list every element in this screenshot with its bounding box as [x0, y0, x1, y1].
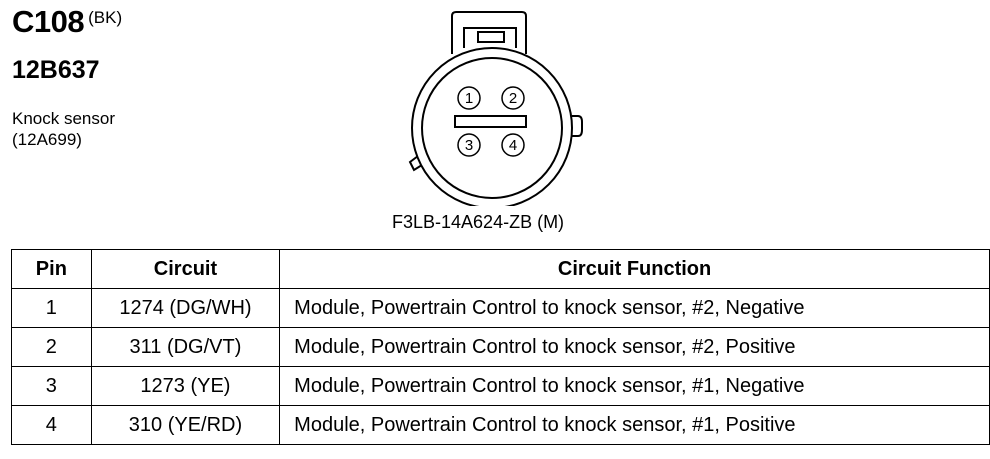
- cell-function: Module, Powertrain Control to knock sens…: [279, 366, 990, 406]
- cell-pin: 2: [11, 327, 92, 367]
- pin-2-cavity: [501, 86, 525, 110]
- pin-3-cavity: [457, 133, 481, 157]
- connector-face: [421, 57, 563, 199]
- header-pin: Pin: [11, 249, 92, 289]
- cell-function: Module, Powertrain Control to knock sens…: [279, 327, 990, 367]
- header-circuit: Circuit: [90, 249, 281, 289]
- cell-circuit: 310 (YE/RD): [90, 405, 281, 445]
- cell-circuit: 311 (DG/VT): [90, 327, 281, 367]
- connector-color-code: (BK): [88, 8, 123, 27]
- table-row: 2 311 (DG/VT) Module, Powertrain Control…: [11, 327, 990, 367]
- connector-id: C108: [12, 4, 85, 39]
- pin-divider: [454, 115, 527, 128]
- latch-slot: [477, 31, 505, 43]
- connector-part-label: F3LB-14A624-ZB (M): [392, 212, 565, 232]
- cell-circuit: 1273 (YE): [90, 366, 281, 406]
- pin-3-label: 3: [465, 137, 473, 154]
- component-name: Knock sensor: [12, 109, 115, 128]
- connector-header: C108(BK): [12, 4, 122, 40]
- component-code: (12A699): [12, 130, 82, 149]
- latch-outer: [451, 11, 527, 54]
- pin-2-label: 2: [509, 90, 517, 107]
- table-header-row: Pin Circuit Circuit Function: [11, 249, 990, 289]
- pin-1-cavity: [457, 86, 481, 110]
- header-circuit-function: Circuit Function: [279, 249, 990, 289]
- cell-pin: 1: [11, 288, 92, 328]
- component-part-number: 12B637: [12, 56, 100, 84]
- table-row: 4 310 (YE/RD) Module, Powertrain Control…: [11, 405, 990, 445]
- table-row: 3 1273 (YE) Module, Powertrain Control t…: [11, 366, 990, 406]
- cell-pin: 3: [11, 366, 92, 406]
- connector-face-diagram: 1 2 3 4: [408, 11, 583, 206]
- cell-circuit: 1274 (DG/WH): [90, 288, 281, 328]
- pin-4-cavity: [501, 133, 525, 157]
- cell-pin: 4: [11, 405, 92, 445]
- table-row: 1 1274 (DG/WH) Module, Powertrain Contro…: [11, 288, 990, 328]
- pin-4-label: 4: [509, 137, 517, 154]
- cell-function: Module, Powertrain Control to knock sens…: [279, 405, 990, 445]
- cell-function: Module, Powertrain Control to knock sens…: [279, 288, 990, 328]
- component-description: Knock sensor (12A699): [12, 108, 115, 150]
- latch-inner: [463, 27, 517, 48]
- pin-1-label: 1: [465, 90, 473, 107]
- pinout-table: Pin Circuit Circuit Function 1 1274 (DG/…: [11, 249, 990, 445]
- right-key-tab: [572, 115, 583, 137]
